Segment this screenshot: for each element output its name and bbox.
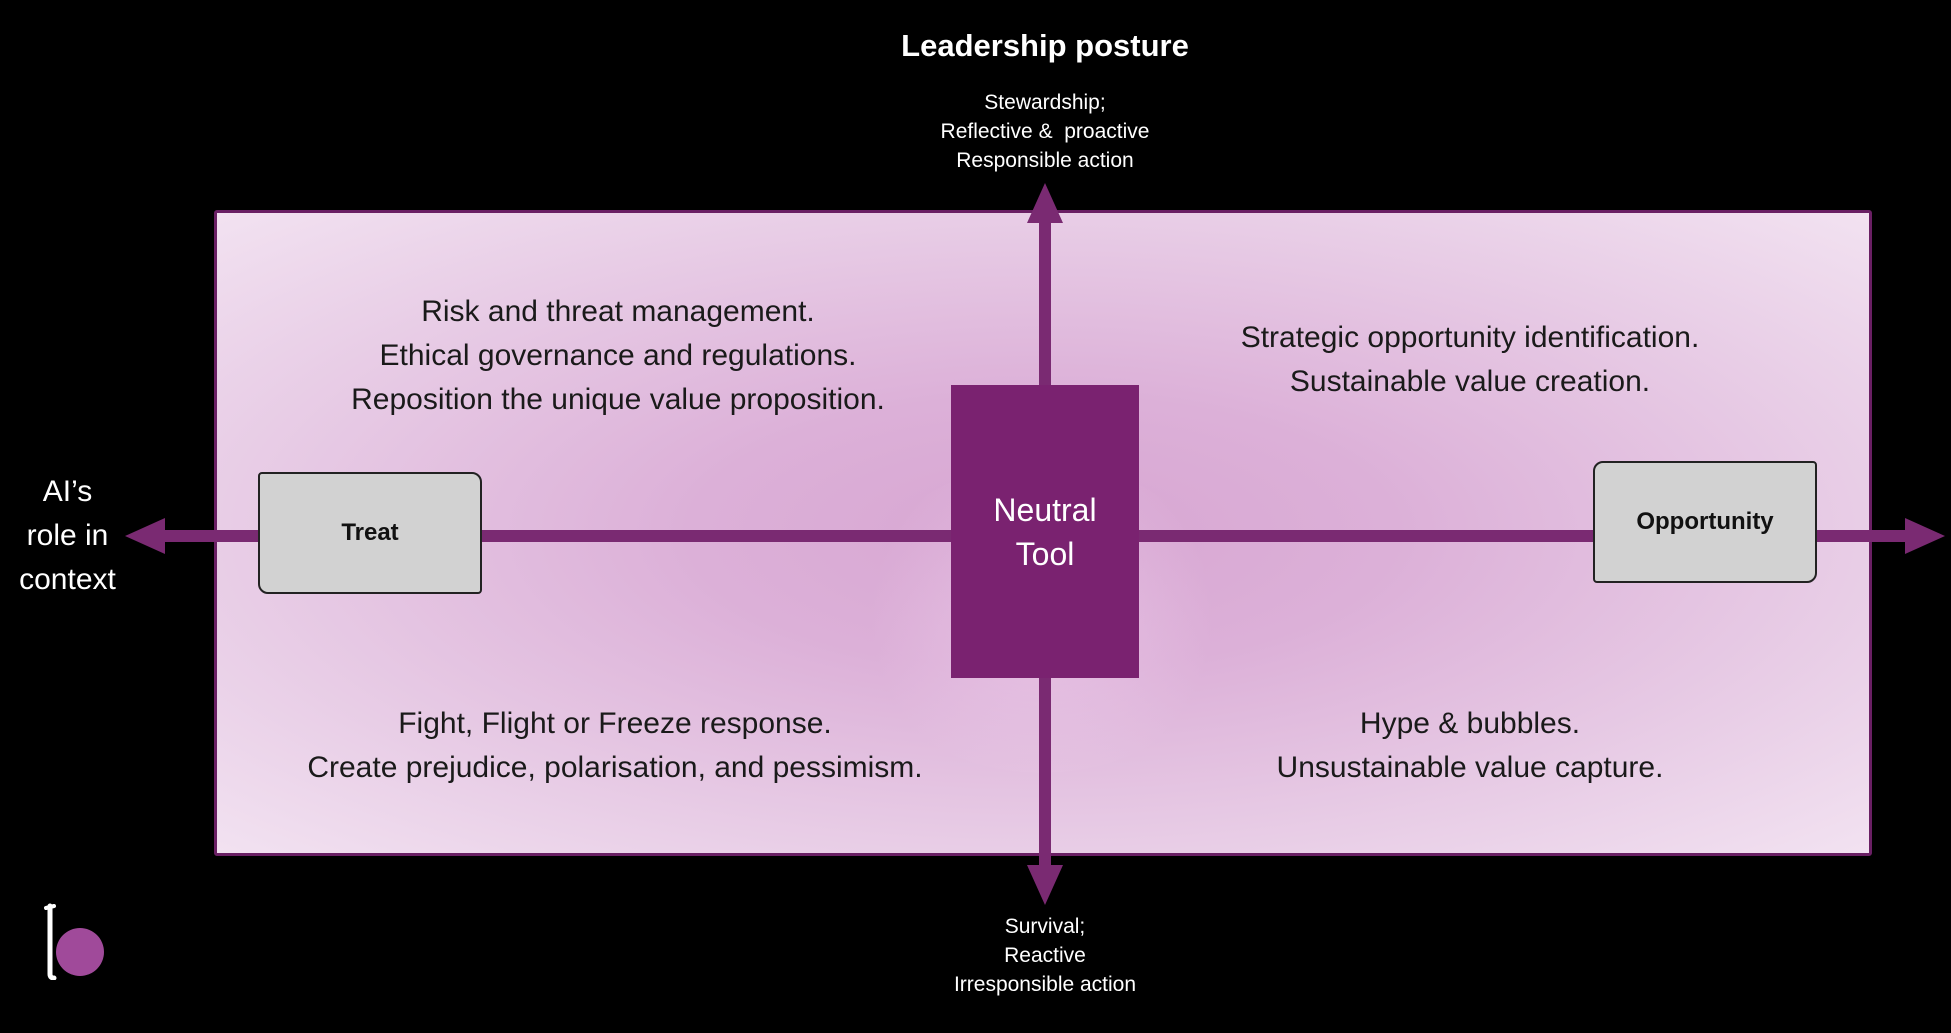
- top-axis-caption: Stewardship; Reflective & proactive Resp…: [845, 88, 1245, 175]
- quadrant-line: Hype & bubbles.: [1359, 707, 1581, 740]
- left-axis-caption: AI’s role in context: [0, 470, 135, 602]
- quadrant-top-left: Risk and threat management. Ethical gove…: [262, 290, 974, 422]
- arrow-right-icon: [1905, 518, 1945, 554]
- caption-line: AI’s: [42, 475, 93, 508]
- quadrant-line: Strategic opportunity identification.: [1240, 321, 1700, 354]
- bottom-axis-caption: Survival; Reactive Irresponsible action: [845, 912, 1245, 999]
- page-title: Leadership posture: [901, 28, 1189, 63]
- neutral-tool-box: Neutral Tool: [951, 385, 1139, 678]
- caption-line: Stewardship;: [984, 91, 1106, 114]
- caption-line: Responsible action: [956, 149, 1134, 172]
- caption-line: Reflective & proactive: [940, 120, 1150, 143]
- caption-line: Reactive: [1004, 944, 1086, 967]
- quadrant-line: Fight, Flight or Freeze response.: [398, 707, 832, 740]
- quadrant-line: Create prejudice, polarisation, and pess…: [307, 751, 923, 784]
- quadrant-bottom-left: Fight, Flight or Freeze response. Create…: [230, 702, 1000, 790]
- quadrant-bottom-right: Hype & bubbles. Unsustainable value capt…: [1160, 702, 1780, 790]
- quadrant-line: Unsustainable value capture.: [1276, 751, 1664, 784]
- quadrant-top-right: Strategic opportunity identification. Su…: [1160, 316, 1780, 404]
- treat-tag: Treat: [258, 472, 482, 594]
- caption-line: Irresponsible action: [953, 973, 1137, 996]
- opportunity-tag: Opportunity: [1593, 461, 1817, 583]
- quadrant-line: Reposition the unique value proposition.: [351, 383, 885, 416]
- arrow-left-icon: [125, 518, 165, 554]
- quadrant-line: Risk and threat management.: [421, 295, 815, 328]
- arrow-up-icon: [1027, 183, 1063, 223]
- quadrant-line: Sustainable value creation.: [1289, 365, 1651, 398]
- quadrant-line: Ethical governance and regulations.: [379, 339, 857, 372]
- caption-line: role in: [26, 519, 109, 552]
- caption-line: Survival;: [1004, 915, 1086, 938]
- b-logo-icon: [44, 903, 104, 980]
- caption-line: context: [19, 563, 116, 596]
- arrow-down-icon: [1027, 865, 1063, 905]
